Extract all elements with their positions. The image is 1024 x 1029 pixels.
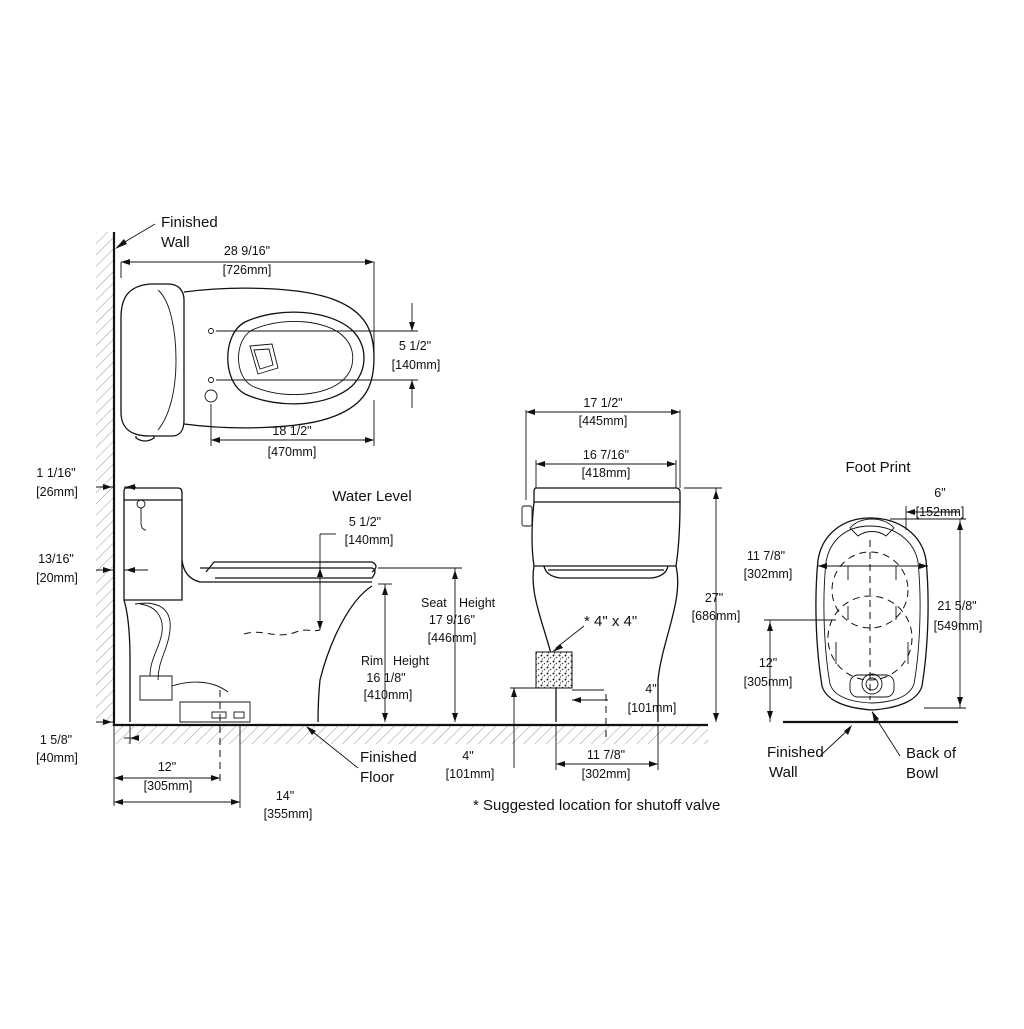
foot-print-title: Foot Print xyxy=(845,459,911,476)
svg-text:21 5/8": 21 5/8" xyxy=(937,599,976,613)
svg-text:[549mm]: [549mm] xyxy=(934,619,983,633)
dim-seat-height: Seat Height 17 9/16" [446mm] xyxy=(378,567,496,722)
svg-text:Water Level: Water Level xyxy=(332,488,411,505)
svg-text:1 5/8": 1 5/8" xyxy=(40,733,72,747)
finished-floor-label: Finished Floor xyxy=(306,726,417,786)
svg-text:Seat: Seat xyxy=(421,596,447,610)
dim-top-width: 5 1/2" [140mm] xyxy=(216,303,440,408)
finished-wall-fp-label: Finished Wall xyxy=(767,725,852,781)
svg-text:Finished: Finished xyxy=(360,749,417,766)
svg-text:[446mm]: [446mm] xyxy=(428,631,477,645)
svg-text:Foot Print: Foot Print xyxy=(845,459,911,476)
svg-text:[410mm]: [410mm] xyxy=(364,688,413,702)
svg-text:[140mm]: [140mm] xyxy=(345,533,394,547)
shutoff-valve-box: * 4" x 4" xyxy=(535,613,637,689)
svg-text:[302mm]: [302mm] xyxy=(744,567,793,581)
svg-text:* Suggested location for shuto: * Suggested location for shutoff valve xyxy=(473,797,720,814)
toilet-top-view xyxy=(120,283,375,442)
svg-text:[726mm]: [726mm] xyxy=(223,263,272,277)
svg-text:13/16": 13/16" xyxy=(38,552,74,566)
svg-text:12": 12" xyxy=(759,656,777,670)
svg-text:[101mm]: [101mm] xyxy=(628,701,677,715)
svg-text:[470mm]: [470mm] xyxy=(268,445,317,459)
svg-text:Finished: Finished xyxy=(161,214,218,231)
svg-text:[355mm]: [355mm] xyxy=(264,807,313,821)
dim-floor-gap: 1 5/8" [40mm] xyxy=(36,719,139,765)
svg-text:[40mm]: [40mm] xyxy=(36,751,78,765)
dim-front-width-2: 16 7/16" [418mm] xyxy=(535,448,677,488)
svg-text:Wall: Wall xyxy=(161,234,190,251)
svg-text:4": 4" xyxy=(645,682,656,696)
finished-floor-side xyxy=(114,723,708,744)
finished-wall-label: Finished Wall xyxy=(115,214,218,251)
svg-text:28 9/16": 28 9/16" xyxy=(224,244,270,258)
dim-gap-mid: 13/16" [20mm] xyxy=(36,552,148,585)
svg-text:6": 6" xyxy=(934,486,945,500)
svg-text:Height: Height xyxy=(393,654,430,668)
svg-text:Bowl: Bowl xyxy=(906,765,939,782)
svg-text:11 7/8": 11 7/8" xyxy=(587,748,625,762)
svg-text:[445mm]: [445mm] xyxy=(579,414,628,428)
svg-text:[20mm]: [20mm] xyxy=(36,571,78,585)
svg-text:[152mm]: [152mm] xyxy=(916,505,965,519)
svg-text:[305mm]: [305mm] xyxy=(144,779,193,793)
toilet-foot-print xyxy=(815,517,929,711)
svg-text:14": 14" xyxy=(276,789,294,803)
svg-text:[305mm]: [305mm] xyxy=(744,675,793,689)
toilet-side-view xyxy=(123,487,377,723)
dim-rim-height: Rim Height 16 1/8" [410mm] xyxy=(361,583,430,722)
svg-text:18 1/2": 18 1/2" xyxy=(272,424,311,438)
svg-text:Finished: Finished xyxy=(767,744,824,761)
dim-water-level: Water Level 5 1/2" [140mm] xyxy=(317,488,412,630)
svg-text:* 4" x 4": * 4" x 4" xyxy=(584,613,637,630)
footnote: * Suggested location for shutoff valve xyxy=(473,797,720,814)
svg-text:17 9/16": 17 9/16" xyxy=(429,613,475,627)
dim-fp-rough-in: 12" [305mm] xyxy=(744,619,836,722)
dim-base-width: 11 7/8" [302mm] xyxy=(555,726,659,781)
dim-rough-in: 12" [305mm] xyxy=(113,690,221,806)
dim-front-width-1: 17 1/2" [445mm] xyxy=(525,396,681,500)
svg-text:5 1/2": 5 1/2" xyxy=(399,339,431,353)
dim-top-length: 28 9/16" [726mm] xyxy=(120,244,375,360)
svg-text:27": 27" xyxy=(705,591,723,605)
svg-text:[101mm]: [101mm] xyxy=(446,767,495,781)
dim-fp-length: 21 5/8" [549mm] xyxy=(890,518,983,709)
svg-text:[418mm]: [418mm] xyxy=(582,466,631,480)
dim-gap-top: 1 1/16" [26mm] xyxy=(36,466,136,499)
svg-text:[686mm]: [686mm] xyxy=(692,609,741,623)
svg-text:[26mm]: [26mm] xyxy=(36,485,78,499)
svg-text:Rim: Rim xyxy=(361,654,383,668)
dim-fp-width: 11 7/8" [302mm] xyxy=(744,549,928,581)
svg-text:[140mm]: [140mm] xyxy=(392,358,441,372)
svg-text:Wall: Wall xyxy=(769,764,798,781)
finished-wall-side xyxy=(96,232,116,726)
dim-fp-top: 6" [152mm] xyxy=(905,486,965,530)
dim-top-bolt: 18 1/2" [470mm] xyxy=(210,400,375,459)
svg-text:Floor: Floor xyxy=(360,769,394,786)
svg-text:Back of: Back of xyxy=(906,745,957,762)
svg-text:4": 4" xyxy=(462,749,473,763)
svg-text:Height: Height xyxy=(459,596,496,610)
dim-valve-x: 4" [101mm] xyxy=(446,687,536,781)
dim-height-27: 27" [686mm] xyxy=(684,487,741,722)
svg-text:17 1/2": 17 1/2" xyxy=(583,396,622,410)
svg-text:16 1/8": 16 1/8" xyxy=(366,671,405,685)
dim-depth-14: 14" [355mm] xyxy=(114,726,312,821)
svg-text:[302mm]: [302mm] xyxy=(582,767,631,781)
dim-valve-height: 4" [101mm] xyxy=(572,682,676,740)
svg-text:1 1/16": 1 1/16" xyxy=(36,466,75,480)
svg-text:11 7/8": 11 7/8" xyxy=(747,549,785,563)
svg-text:16 7/16": 16 7/16" xyxy=(583,448,629,462)
svg-text:12": 12" xyxy=(158,760,176,774)
back-of-bowl-label: Back of Bowl xyxy=(871,711,957,782)
svg-text:5 1/2": 5 1/2" xyxy=(349,515,381,529)
